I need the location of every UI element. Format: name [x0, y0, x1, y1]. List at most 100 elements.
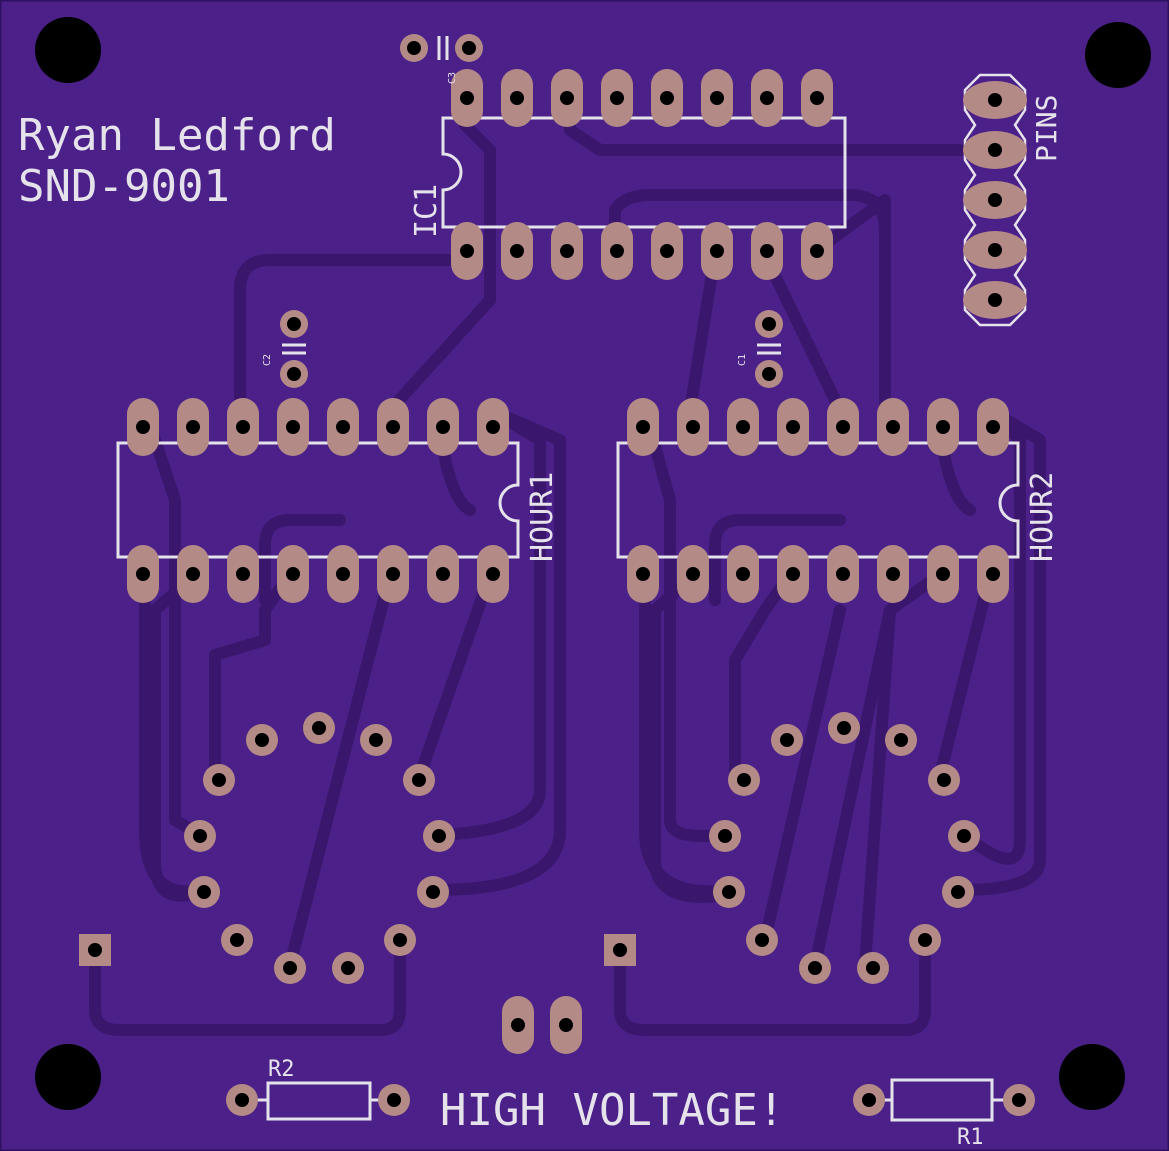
drill-hole: [762, 367, 776, 381]
drill-hole: [988, 143, 1002, 157]
drill-hole: [341, 961, 355, 975]
drill-hole: [957, 829, 971, 843]
drill-hole: [686, 420, 700, 434]
c3-label: C3: [447, 72, 458, 84]
drill-hole: [88, 943, 102, 957]
drill-hole: [510, 244, 524, 258]
drill-hole: [886, 567, 900, 581]
drill-hole: [236, 420, 250, 434]
drill-hole: [780, 733, 794, 747]
drill-hole: [286, 567, 300, 581]
drill-hole: [486, 420, 500, 434]
drill-hole: [462, 41, 476, 55]
drill-hole: [636, 567, 650, 581]
r2-label: R2: [268, 1057, 295, 1082]
drill-hole: [660, 244, 674, 258]
drill-hole: [560, 91, 574, 105]
drill-hole: [136, 567, 150, 581]
drill-hole: [369, 733, 383, 747]
drill-hole: [760, 91, 774, 105]
drill-hole: [486, 567, 500, 581]
drill-hole: [186, 567, 200, 581]
hour1-label: HOUR1: [525, 472, 560, 562]
hour1-outline: [116, 441, 520, 559]
part-number-label: SND-9001: [18, 161, 230, 212]
drill-hole: [286, 420, 300, 434]
drill-hole: [894, 733, 908, 747]
drill-hole: [336, 420, 350, 434]
hour2-outline: [616, 441, 1020, 559]
drill-hole: [460, 91, 474, 105]
drill-hole: [722, 885, 736, 899]
drill-hole: [336, 567, 350, 581]
drill-hole: [986, 420, 1000, 434]
drill-hole: [613, 943, 627, 957]
drill-hole: [393, 933, 407, 947]
drill-hole: [412, 773, 426, 787]
drill-hole: [193, 829, 207, 843]
drill-hole: [762, 317, 776, 331]
drill-hole: [1012, 1093, 1026, 1107]
drill-hole: [436, 420, 450, 434]
author-label: Ryan Ledford: [18, 110, 336, 161]
pins-label: PINS: [1030, 95, 1063, 162]
drill-hole: [386, 420, 400, 434]
drill-hole: [387, 1093, 401, 1107]
c2-label: C2: [262, 354, 273, 366]
drill-hole: [636, 420, 650, 434]
drill-hole: [988, 193, 1002, 207]
drill-hole: [918, 933, 932, 947]
drill-hole: [786, 420, 800, 434]
drill-hole: [986, 567, 1000, 581]
drill-hole: [559, 1018, 573, 1032]
drill-hole: [212, 773, 226, 787]
drill-hole: [407, 41, 421, 55]
drill-hole: [710, 91, 724, 105]
capacitor-marks: [282, 36, 781, 355]
drill-hole: [287, 367, 301, 381]
drill-hole: [810, 244, 824, 258]
hour2-label: HOUR2: [1025, 472, 1060, 562]
drill-hole: [862, 1093, 876, 1107]
ic-outlines: [116, 116, 1020, 559]
r1-label: R1: [957, 1125, 984, 1150]
drill-hole: [287, 317, 301, 331]
drill-hole: [836, 567, 850, 581]
drill-hole: [510, 91, 524, 105]
drill-hole: [186, 420, 200, 434]
drill-hole: [736, 567, 750, 581]
drill-hole: [610, 91, 624, 105]
drill-hole: [988, 293, 1002, 307]
drill-hole: [610, 244, 624, 258]
copper-traces: [89, 91, 1046, 1036]
drill-hole: [936, 567, 950, 581]
drill-hole: [432, 829, 446, 843]
drill-hole: [386, 567, 400, 581]
drill-hole: [736, 420, 750, 434]
drill-hole: [235, 1093, 249, 1107]
drill-hole: [760, 244, 774, 258]
drill-hole: [886, 420, 900, 434]
drill-hole: [810, 91, 824, 105]
drill-hole: [236, 567, 250, 581]
drill-hole: [660, 91, 674, 105]
ic1-outline: [441, 116, 847, 229]
drill-hole: [460, 244, 474, 258]
ic1-label: IC1: [409, 184, 444, 238]
drill-hole: [988, 93, 1002, 107]
drill-hole: [937, 773, 951, 787]
drill-hole: [837, 721, 851, 735]
mounting-hole: [1085, 22, 1151, 88]
drill-hole: [808, 961, 822, 975]
drill-hole: [560, 244, 574, 258]
drill-hole: [436, 567, 450, 581]
drill-hole: [786, 567, 800, 581]
mounting-holes: [35, 17, 1151, 1110]
drill-hole: [951, 885, 965, 899]
drill-hole: [136, 420, 150, 434]
drill-hole: [710, 244, 724, 258]
drill-hole: [936, 420, 950, 434]
drill-hole: [718, 829, 732, 843]
drill-hole: [511, 1018, 525, 1032]
